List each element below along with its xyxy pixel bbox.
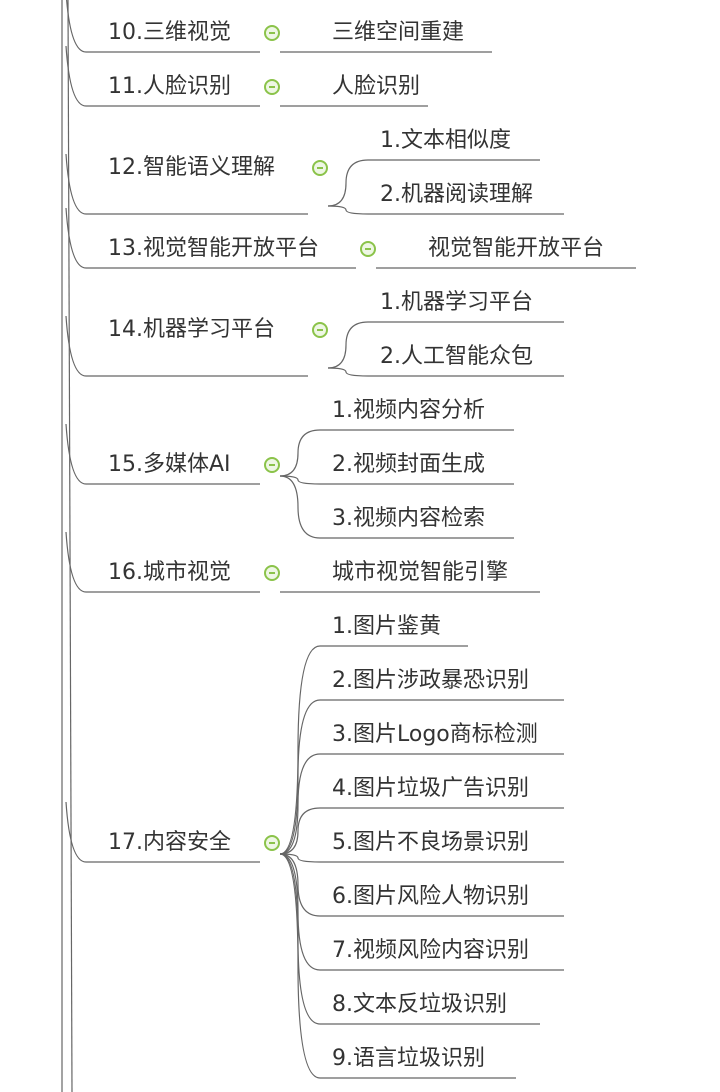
leaf-connector-line (279, 645, 468, 855)
leaf-label[interactable]: 城市视觉智能引擎 (332, 560, 509, 585)
branch-label-13[interactable]: 13.视觉智能开放平台 (108, 236, 319, 261)
leaf-label[interactable]: 1.文本相似度 (380, 128, 511, 153)
leaf-connector-line (279, 475, 514, 539)
leaf-connector-line (327, 205, 564, 215)
collapse-toggle-icon[interactable] (360, 241, 376, 257)
branch-connector-line (65, 423, 260, 485)
collapse-toggle-icon[interactable] (264, 79, 280, 95)
branch-connector-line (65, 45, 260, 107)
root-trunk-line (67, 0, 73, 1092)
leaf-label[interactable]: 6.图片风险人物识别 (332, 884, 529, 909)
leaf-label[interactable]: 4.图片垃圾广告识别 (332, 776, 529, 801)
leaf-label[interactable]: 5.图片不良场景识别 (332, 830, 529, 855)
branch-connector-line (65, 531, 260, 593)
leaf-label[interactable]: 3.视频内容检索 (332, 506, 485, 531)
collapse-toggle-icon[interactable] (312, 322, 328, 338)
leaf-connector-line (279, 699, 564, 855)
leaf-label[interactable]: 3.图片Logo商标检测 (332, 722, 538, 747)
leaf-connector-line (279, 807, 564, 855)
collapse-toggle-icon[interactable] (264, 565, 280, 581)
leaf-label[interactable]: 1.视频内容分析 (332, 398, 485, 423)
branch-label-16[interactable]: 16.城市视觉 (108, 560, 231, 585)
branch-label-15[interactable]: 15.多媒体AI (108, 452, 231, 477)
leaf-connector-line (279, 853, 516, 1079)
leaf-label[interactable]: 三维空间重建 (332, 20, 465, 45)
branch-label-11[interactable]: 11.人脸识别 (108, 74, 231, 99)
collapse-toggle-icon[interactable] (264, 457, 280, 473)
leaf-connector-line (327, 321, 564, 369)
collapse-toggle-icon[interactable] (312, 160, 328, 176)
leaf-label[interactable]: 人脸识别 (332, 74, 421, 99)
leaf-label[interactable]: 1.图片鉴黄 (332, 614, 441, 639)
branch-label-10[interactable]: 10.三维视觉 (108, 20, 231, 45)
leaf-label[interactable]: 2.人工智能众包 (380, 344, 533, 369)
leaf-connector-line (327, 159, 540, 207)
branch-connector-line (65, 153, 308, 215)
branch-label-12[interactable]: 12.智能语义理解 (108, 155, 275, 180)
leaf-connector-line (279, 753, 564, 855)
branch-label-17[interactable]: 17.内容安全 (108, 830, 231, 855)
leaf-label[interactable]: 2.图片涉政暴恐识别 (332, 668, 529, 693)
leaf-connector-line (279, 475, 514, 485)
leaf-label[interactable]: 视觉智能开放平台 (428, 236, 605, 261)
branch-connector-line (65, 315, 308, 377)
leaf-connector-line (279, 853, 564, 863)
leaf-label[interactable]: 2.机器阅读理解 (380, 182, 533, 207)
branch-connector-line (65, 801, 260, 863)
branch-label-14[interactable]: 14.机器学习平台 (108, 317, 275, 342)
leaf-label[interactable]: 2.视频封面生成 (332, 452, 485, 477)
leaf-label[interactable]: 7.视频风险内容识别 (332, 938, 529, 963)
branch-connector-line (65, 207, 356, 269)
collapse-toggle-icon[interactable] (264, 835, 280, 851)
branch-connector-line (66, 0, 260, 53)
leaf-connector-line (279, 853, 564, 917)
collapse-toggle-icon[interactable] (264, 25, 280, 41)
leaf-label[interactable]: 8.文本反垃圾识别 (332, 992, 507, 1017)
leaf-label[interactable]: 1.机器学习平台 (380, 290, 533, 315)
leaf-connector-line (327, 367, 564, 377)
leaf-label[interactable]: 9.语言垃圾识别 (332, 1046, 485, 1071)
leaf-connector-line (279, 429, 514, 477)
